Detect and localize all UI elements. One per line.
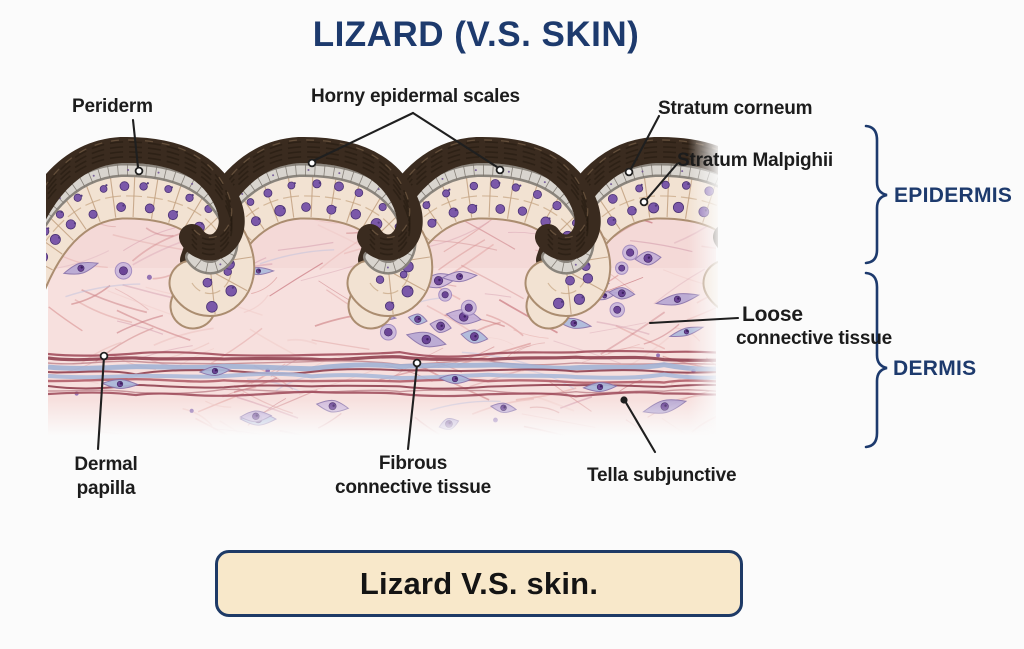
label-dermal-papilla-line1: Dermal: [74, 454, 138, 475]
leader-tip-tella: [620, 396, 628, 404]
label-dermis: DERMIS: [893, 357, 977, 380]
label-loose-connective-tissue: Loose connective tissue: [736, 303, 892, 351]
label-fibrous-connective-tissue: Fibrous connective tissue: [332, 452, 494, 500]
label-dermal-papilla-line2: papilla: [76, 478, 136, 499]
leader-tip-dermal-papilla: [99, 351, 109, 361]
epidermis-bracket: [864, 124, 888, 265]
caption-box: Lizard V.S. skin.: [215, 550, 743, 617]
label-stratum-malpighii: Stratum Malpighii: [677, 150, 833, 171]
leader-tip-horny-left: [307, 158, 317, 168]
label-epidermis: EPIDERMIS: [894, 184, 1013, 207]
leader-fibrous: [406, 363, 419, 451]
leader-tip-stratum-malpighii: [639, 197, 649, 207]
leader-tip-horny-right: [495, 165, 505, 175]
label-fibrous-line1: Fibrous: [378, 453, 448, 474]
label-dermal-papilla: Dermal papilla: [58, 453, 154, 501]
diagram-title: LIZARD (V.S. SKIN): [312, 15, 640, 54]
leader-loose-connective: [648, 316, 740, 325]
label-loose-line1: Loose: [742, 303, 803, 326]
label-loose-line2: connective tissue: [736, 328, 893, 349]
label-stratum-corneum: Stratum corneum: [658, 98, 813, 119]
leader-stratum-malpighii: [645, 162, 679, 201]
label-tella-subjunctive: Tella subjunctive: [587, 465, 737, 486]
leader-tip-periderm: [134, 166, 144, 176]
dermis-bracket: [864, 271, 888, 449]
caption-text: Lizard V.S. skin.: [359, 565, 599, 601]
leader-tip-stratum-corneum: [624, 167, 634, 177]
label-periderm: Periderm: [72, 96, 153, 117]
leader-horny-right: [411, 111, 499, 169]
leader-tip-fibrous: [412, 358, 422, 368]
tissue-art: [46, 132, 722, 444]
leader-tella: [623, 399, 657, 454]
leader-horny-left: [313, 111, 415, 162]
label-horny-epidermal-scales: Horny epidermal scales: [311, 86, 520, 107]
label-fibrous-line2: connective tissue: [334, 477, 492, 498]
leader-periderm: [131, 118, 140, 169]
leader-dermal-papilla: [96, 355, 106, 451]
leader-stratum-corneum: [629, 114, 661, 171]
leader-lines: [96, 111, 740, 454]
